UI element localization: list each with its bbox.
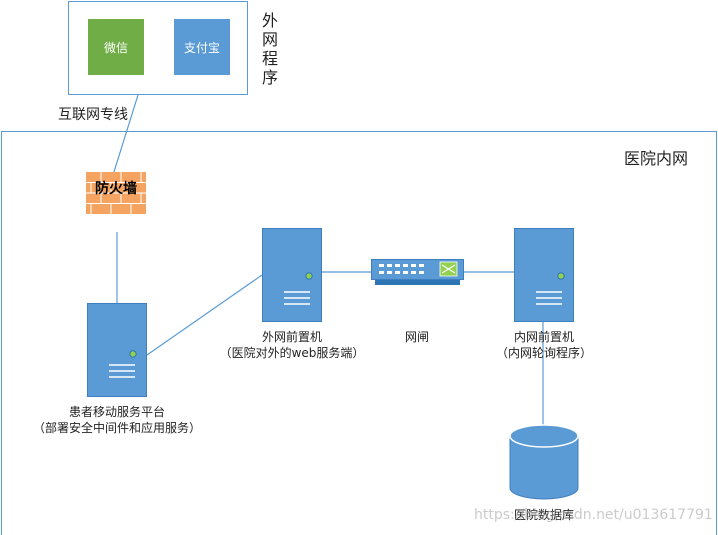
outer-front-server-name: 外网前置机 (261, 330, 322, 344)
patient-platform-name: 患者移动服务平台 (68, 405, 165, 419)
firewall-icon (86, 172, 146, 214)
title-char: 序 (261, 68, 278, 87)
title-char: 网 (261, 30, 278, 49)
inner-front-server-note: （内网轮询程序） (495, 346, 592, 360)
internet-link-line (112, 94, 139, 176)
internet-link-label: 互联网专线 (58, 107, 128, 123)
external-programs-title: 外 网 程 序 (260, 11, 280, 87)
database-label: 医院数据库 (513, 508, 574, 522)
watermark-text: https://blog.csdn.net/u013617791 (474, 507, 713, 523)
inner-front-server-caption: 内网前置机 （内网轮询程序） (464, 329, 624, 361)
gatekeeper-label: 网闸 (404, 330, 429, 344)
alipay-app-box: 支付宝 (174, 19, 230, 75)
database-cylinder-icon (509, 424, 579, 500)
alipay-label: 支付宝 (183, 40, 220, 55)
patient-platform-caption: 患者移动服务平台 （部署安全中间件和应用服务） (17, 404, 217, 436)
firewall-label: 防火墙 (95, 181, 137, 197)
wechat-app-box: 微信 (88, 19, 144, 75)
patient-platform-note: （部署安全中间件和应用服务） (32, 421, 201, 435)
intranet-title: 医院内网 (624, 149, 689, 168)
outer-front-server-note: （医院对外的web服务端） (219, 346, 365, 360)
external-programs-box: 微信 支付宝 (68, 1, 248, 95)
outer-front-server-caption: 外网前置机 （医院对外的web服务端） (202, 329, 382, 361)
gatekeeper-switch-icon (371, 259, 464, 285)
inner-front-server-name: 内网前置机 (513, 330, 574, 344)
inner-front-server-icon (514, 228, 574, 322)
hospital-intranet-box (1, 131, 717, 535)
title-char: 外 (261, 11, 278, 30)
title-char: 程 (261, 49, 278, 68)
wechat-label: 微信 (103, 40, 128, 55)
patient-platform-server-icon (87, 303, 147, 397)
outer-front-server-icon (262, 228, 322, 322)
platform-outer-line (146, 274, 263, 356)
